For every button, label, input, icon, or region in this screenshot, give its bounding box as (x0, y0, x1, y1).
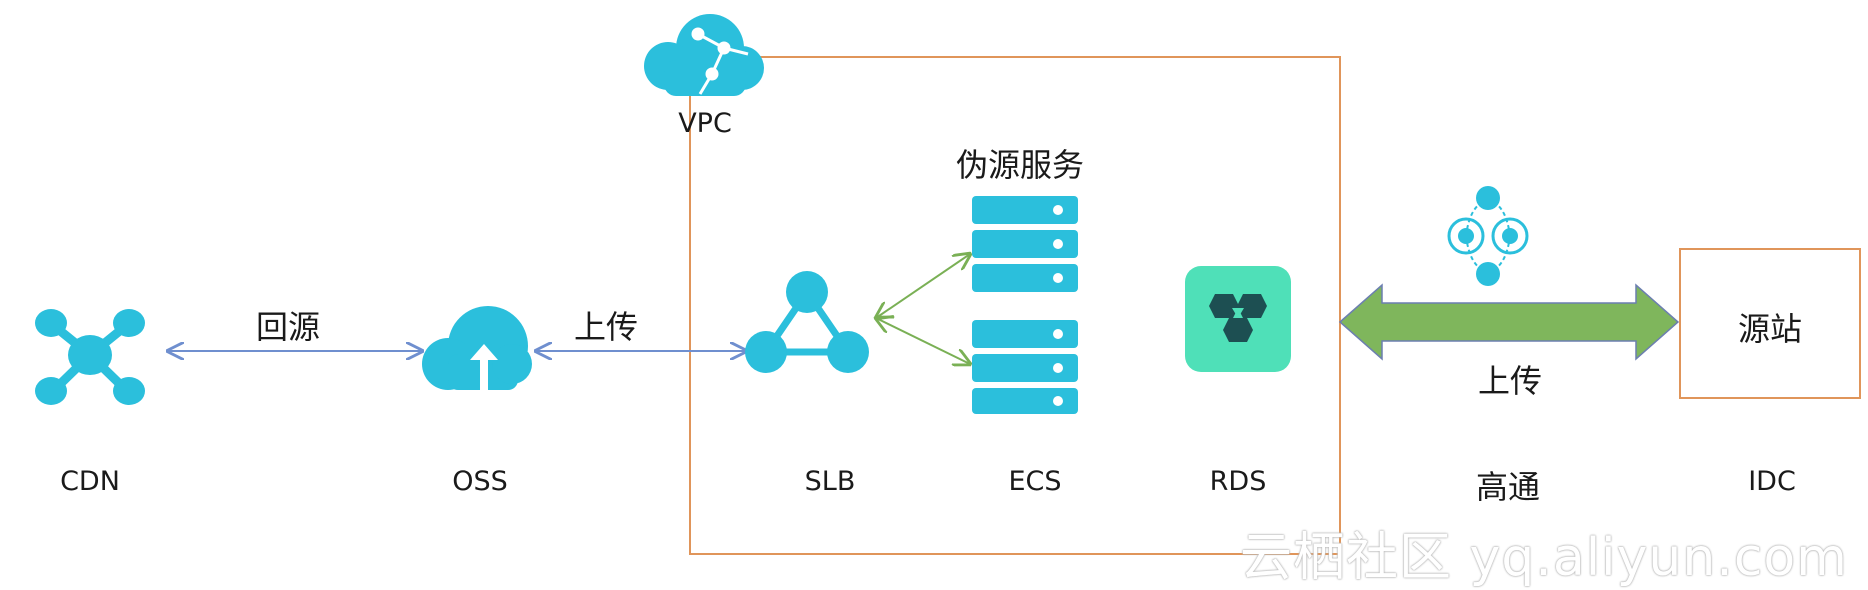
oss-slb-edge-label: 上传 (573, 308, 638, 346)
slb-ecs-bottom-arrow (876, 318, 970, 364)
watermark: 云栖社区 yq.aliyun.com (1240, 528, 1848, 588)
gaotong-connect-icon (1447, 186, 1529, 286)
rds-idc-big-arrow (1338, 283, 1680, 361)
cdn-oss-edge-label: 回源 (255, 308, 320, 346)
cdn-label: CDN (60, 466, 120, 497)
cdn-network-icon (35, 309, 145, 405)
rds-database-icon (1185, 266, 1291, 372)
origin-site-label: 源站 (1737, 310, 1802, 348)
fake-source-service-label: 伪源服务 (955, 146, 1084, 184)
oss-label: OSS (452, 466, 508, 497)
slb-label: SLB (804, 466, 856, 497)
oss-cloud-upload-icon (422, 306, 532, 390)
slb-balancer-icon (745, 271, 869, 373)
rds-label: RDS (1209, 466, 1267, 497)
gaotong-label: 高通 (1475, 468, 1540, 506)
idc-frame (1679, 248, 1861, 399)
vpc-frame (689, 56, 1341, 555)
ecs-label: ECS (1008, 466, 1062, 497)
ecs-server-icon (972, 196, 1078, 414)
slb-ecs-top-arrow (876, 254, 970, 318)
vpc-cloud-icon (644, 14, 764, 96)
vpc-label: VPC (678, 108, 732, 139)
idc-label: IDC (1748, 466, 1796, 497)
rds-idc-edge-label: 上传 (1477, 362, 1542, 400)
